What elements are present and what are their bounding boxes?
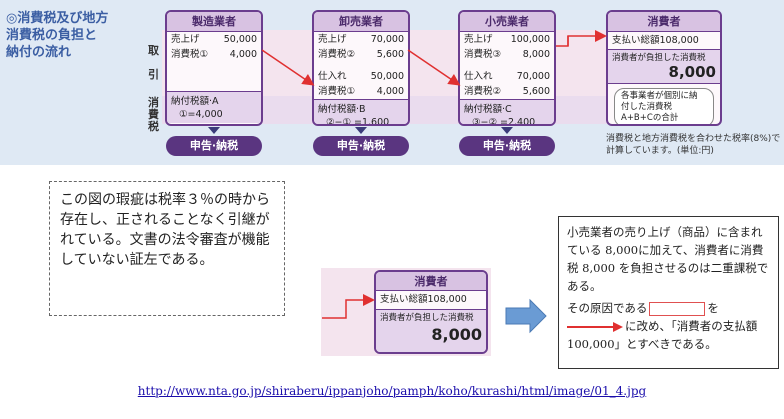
payable-block: 納付税額·C ③−② =2,400 [460,99,554,126]
side-label-tax: 消 [148,96,159,109]
sales-row: 売上げ 70,000 [314,32,408,47]
flow-arrow-icon [261,49,315,86]
payable-label: 納付税額·C [464,104,512,115]
tax-row: 消費税① 4,000 [167,47,261,62]
sum-line: 付した消費税 [621,102,673,112]
retailer-card: 小売業者 売上げ 100,000 消費税③ 8,000 仕入れ 70,000 消… [458,10,556,126]
sum-of-payments: 各事業者が個別に納 付した消費税 A+B+Cの合計 [614,88,714,124]
critique-note: この図の瑕疵は税率３％の時から存在し、正されることなく引継がれている。文書の法令… [49,181,285,316]
explanation-text: を [707,301,719,315]
tax-value: 4,000 [229,49,257,60]
burden-label: 消費者が負担した消費税 [612,53,706,63]
side-label-tax: 費 [148,108,159,121]
side-label-transaction: 取 [148,44,159,57]
payable-calc: ③−② =2,400 [472,117,536,126]
sales-row: 売上げ 50,000 [167,32,261,47]
source-link[interactable]: http://www.nta.go.jp/shiraberu/ippanjoho… [137,384,647,398]
consumer-burden: 消費者が負担した消費税 8,000 [608,50,720,84]
payable-calc: ①=4,000 [179,109,223,120]
tax-label: 消費税① [171,49,209,60]
explanation-text: 小売業者の売り上げ（商品）に含まれている 8,000に加えて、消費者に消費税 8… [567,225,769,293]
card-title: 消費者 [608,12,720,32]
heading-line: 消費税の負担と [6,28,98,43]
tax-row: 消費税③ 8,000 [460,47,554,62]
card-title: 卸売業者 [314,12,408,32]
tax-value: 5,600 [376,49,404,60]
burden-value: 8,000 [431,325,482,344]
card-title: 消費者 [376,272,486,291]
purchase-tax-label: 消費税② [464,86,502,97]
side-label-tax: 税 [148,120,159,133]
explanation-text: その原因である [567,301,648,315]
sales-value: 100,000 [510,34,550,45]
purchase-label: 仕入れ [318,71,347,82]
burden-label: 消費者が負担した消費税 [380,313,474,323]
down-triangle-icon [501,127,513,134]
payable-label: 納付税額·A [171,96,219,107]
heading-line: ◎消費税及び地方 [6,11,109,26]
purchase-value: 50,000 [370,71,404,82]
purchase-tax-row: 消費税① 4,000 [314,84,408,99]
right-arrow-icon [505,298,547,334]
zoom-consumer-card: 消費者 支払い総額108,000 消費者が負担した消費税 8,000 [374,270,488,354]
side-label-transaction: 引 [148,68,159,81]
payable-label: 納付税額·B [318,104,366,115]
flow-arrow-icon [322,294,375,319]
tax-label: 消費税② [318,49,356,60]
card-title: 製造業者 [167,12,261,32]
sales-row: 売上げ 100,000 [460,32,554,47]
sales-value: 50,000 [223,34,257,45]
wholesaler-card: 卸売業者 売上げ 70,000 消費税② 5,600 仕入れ 50,000 消費… [312,10,410,126]
explanation-text: に改め、「消費者の支払額 100,000」とすべきである。 [567,319,758,351]
sum-line: A+B+Cの合計 [621,113,679,123]
payable-block: 納付税額·B ②−① =1,600 [314,99,408,126]
sales-label: 売上げ [464,34,493,45]
flow-arrow-icon [407,49,461,86]
purchase-value: 70,000 [516,71,550,82]
sales-label: 売上げ [171,34,200,45]
consumer-burden: 消費者が負担した消費税 8,000 [376,310,486,352]
filing-badge: 申告·納税 [166,136,262,156]
heading-line: 納付の流れ [6,45,72,60]
diagram-heading: ◎消費税及び地方 消費税の負担と 納付の流れ [6,10,146,61]
filing-badge: 申告·納税 [313,136,409,156]
explanation-fix: その原因である を に改め、「消費者の支払額 100,000」とすべきである。 [567,299,770,353]
red-arrow-icon [567,322,623,332]
explanation-box: 小売業者の売り上げ（商品）に含まれている 8,000に加えて、消費者に消費税 8… [558,216,779,369]
manufacturer-card: 製造業者 売上げ 50,000 消費税① 4,000 納付税額·A ①=4,00… [165,10,263,126]
tax-row: 消費税② 5,600 [314,47,408,62]
payable-calc: ②−① =1,600 [326,117,390,126]
purchase-tax-label: 消費税① [318,86,356,97]
tax-label: 消費税③ [464,49,502,60]
rate-note: 消費税と地方消費税を合わせた税率(8%)で計算しています。(単位:円) [606,134,781,156]
tax-value: 8,000 [522,49,550,60]
sum-line: 各事業者が個別に納 [621,91,698,101]
sales-label: 売上げ [318,34,347,45]
purchase-tax-value: 5,600 [522,86,550,97]
purchase-label: 仕入れ [464,71,493,82]
sales-value: 70,000 [370,34,404,45]
highlight-box-icon [649,302,706,316]
down-triangle-icon [208,127,220,134]
purchase-tax-value: 4,000 [376,86,404,97]
purchase-row: 仕入れ 50,000 [314,69,408,84]
card-title: 小売業者 [460,12,554,32]
burden-value: 8,000 [668,63,716,81]
purchase-row: 仕入れ 70,000 [460,69,554,84]
total-paid: 支払い総額108,000 [376,291,486,310]
total-paid: 支払い総額108,000 [608,32,720,50]
filing-badge: 申告·納税 [459,136,555,156]
payable-block: 納付税額·A ①=4,000 [167,91,261,123]
down-triangle-icon [355,127,367,134]
consumer-card: 消費者 支払い総額108,000 消費者が負担した消費税 8,000 各事業者が… [606,10,722,126]
purchase-tax-row: 消費税② 5,600 [460,84,554,99]
